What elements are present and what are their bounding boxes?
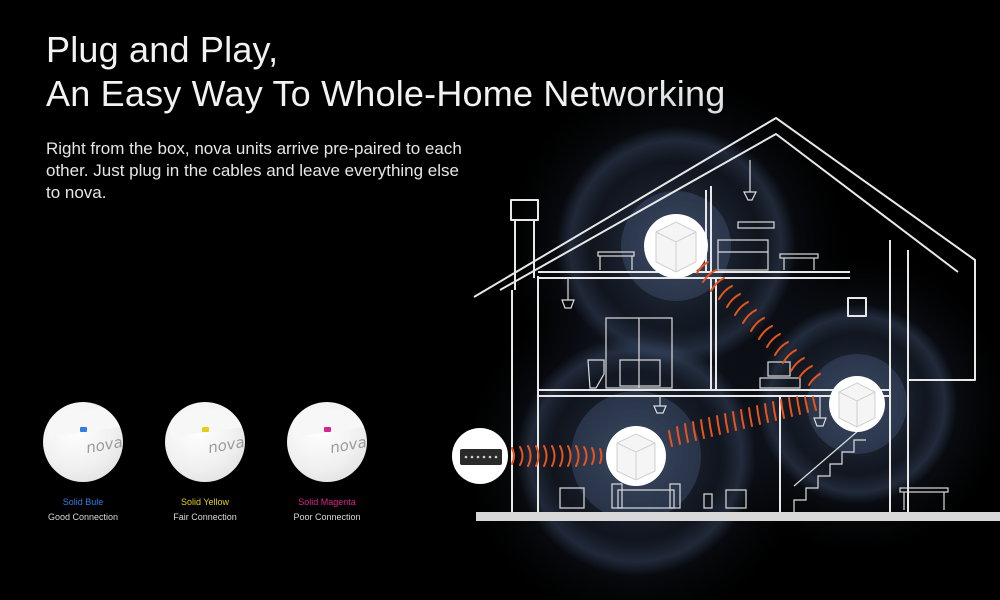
nova-node-ground (606, 426, 666, 486)
modem-icon (452, 428, 508, 484)
nova-node-icon: nova (287, 402, 367, 482)
intro-text: Right from the box, nova units arrive pr… (46, 139, 462, 202)
furniture (559, 160, 949, 512)
coverage-circles (466, 76, 1000, 600)
status-color-label: Solid Magenta (298, 497, 356, 507)
status-connection-label: Fair Connection (173, 512, 237, 522)
led-indicator (324, 427, 331, 432)
status-poor: nova Solid Magenta Poor Connection (282, 402, 372, 523)
nova-node-icon: nova (165, 402, 245, 482)
nova-logo: nova (328, 432, 367, 458)
status-connection-label: Good Connection (47, 512, 119, 522)
nova-node-right (829, 376, 885, 432)
nova-logo: nova (206, 432, 245, 458)
wifi-signal-waves (511, 261, 821, 467)
nova-node-icon: nova (43, 402, 123, 482)
ground-floor (476, 512, 1000, 521)
nova-node-attic (644, 214, 708, 278)
status-color-label: Solid Yellow (180, 497, 230, 507)
house-outline (473, 117, 976, 512)
status-good: nova Solid Bule Good Connection (38, 402, 128, 523)
status-color-label: Solid Bule (62, 497, 104, 507)
status-connection-label: Poor Connection (293, 512, 361, 522)
headline-line-1: Plug and Play, (46, 29, 279, 70)
led-indicator (202, 427, 209, 432)
nova-logo: nova (84, 432, 123, 458)
led-indicator (80, 427, 87, 432)
status-fair: nova Solid Yellow Fair Connection (160, 402, 250, 523)
